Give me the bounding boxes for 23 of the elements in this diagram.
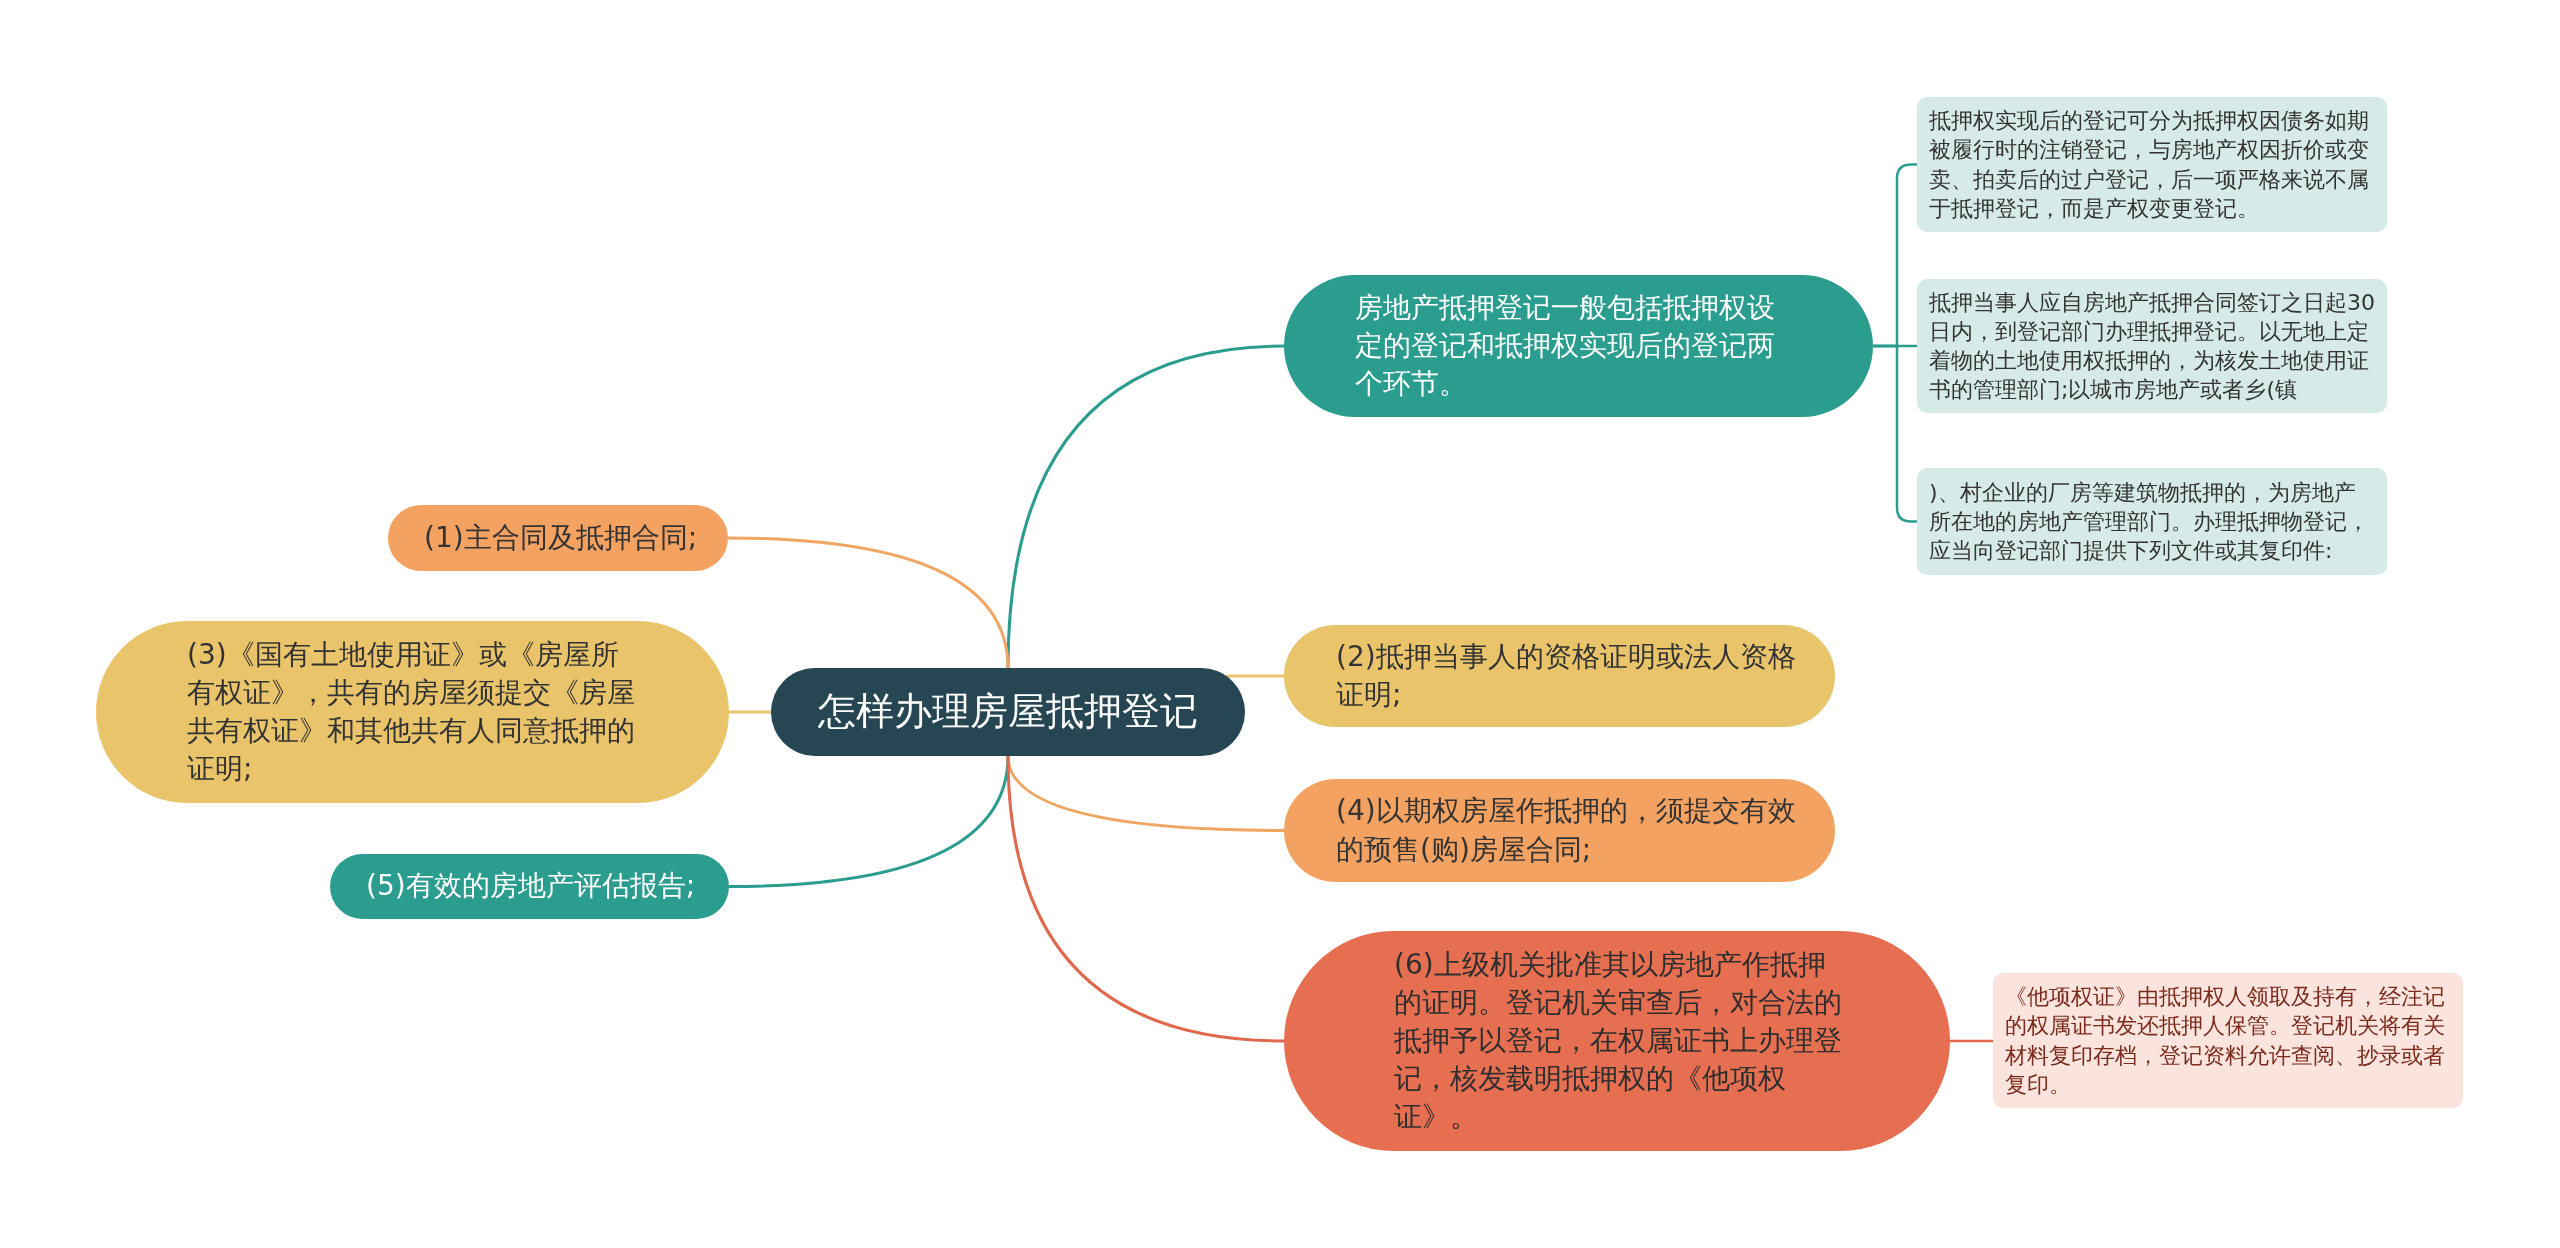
branch-line	[1226, 674, 1284, 678]
branch-line	[728, 755, 1010, 888]
topic-text: (5)有效的房地产评估报告;	[366, 868, 697, 905]
note-card	[1993, 973, 2463, 1108]
branch-line	[1006, 755, 1285, 1043]
central-topic-text: 怎样办理房屋抵押登记	[818, 688, 1198, 736]
note-text: 抵押当事人应自房地产抵押合同签订之日起30日内，到登记部门办理抵押登记。以无地上定着物的土地使用权抵押的，为核发土地使用证书的管理部门;以城市房地产或者乡(镇	[1929, 288, 2376, 405]
note-card	[1917, 468, 2387, 575]
note-text: 抵押权实现后的登记可分为抵押权因债务如期被履行时的注销登记，与房地产权因折价或变卖、拍卖后的过户登记，后一项严格来说不属于抵押登记，而是产权变更登记。	[1929, 107, 2370, 223]
topic-text: (6)上级机关批准其以房地产作抵押的证明。登记机关审查后，对合法的抵押予以登记，在权属证书上办理登记，核发载明抵押权的《他项权证》。	[1394, 946, 1843, 1136]
note-card	[1917, 97, 2387, 232]
topic-text: 房地产抵押登记一般包括抵押权设定的登记和抵押权实现后的登记两个环节。	[1355, 289, 1776, 403]
topic-text: (3)《国有土地使用证》或《房屋所有权证》，共有的房屋须提交《房屋共有权证》和其他共有人同意抵押的证明;	[187, 636, 636, 788]
topic-text: (1)主合同及抵押合同;	[424, 519, 699, 556]
branch-line	[729, 710, 771, 714]
branch-line	[1950, 1039, 1993, 1043]
branch-line	[727, 536, 1010, 669]
branch-line	[1006, 344, 1285, 669]
note-text: 《他项权证》由抵押权人领取及持有，经注记的权属证书发还抵押人保管。登记机关将有关材料复印存档，登记资料允许查阅、抄录或者复印。	[2005, 983, 2446, 1099]
note-card	[1917, 279, 2387, 413]
topic-text: (2)抵押当事人的资格证明或法人资格证明;	[1336, 638, 1797, 713]
topic-text: (4)以期权房屋作抵押的，须提交有效的预售(购)房屋合同;	[1336, 793, 1797, 868]
note-text: )、村企业的厂房等建筑物抵押的，为房地产所在地的房地产管理部门。办理抵押物登记，应当向登记部门提供下列文件或其复印件:	[1929, 478, 2370, 565]
